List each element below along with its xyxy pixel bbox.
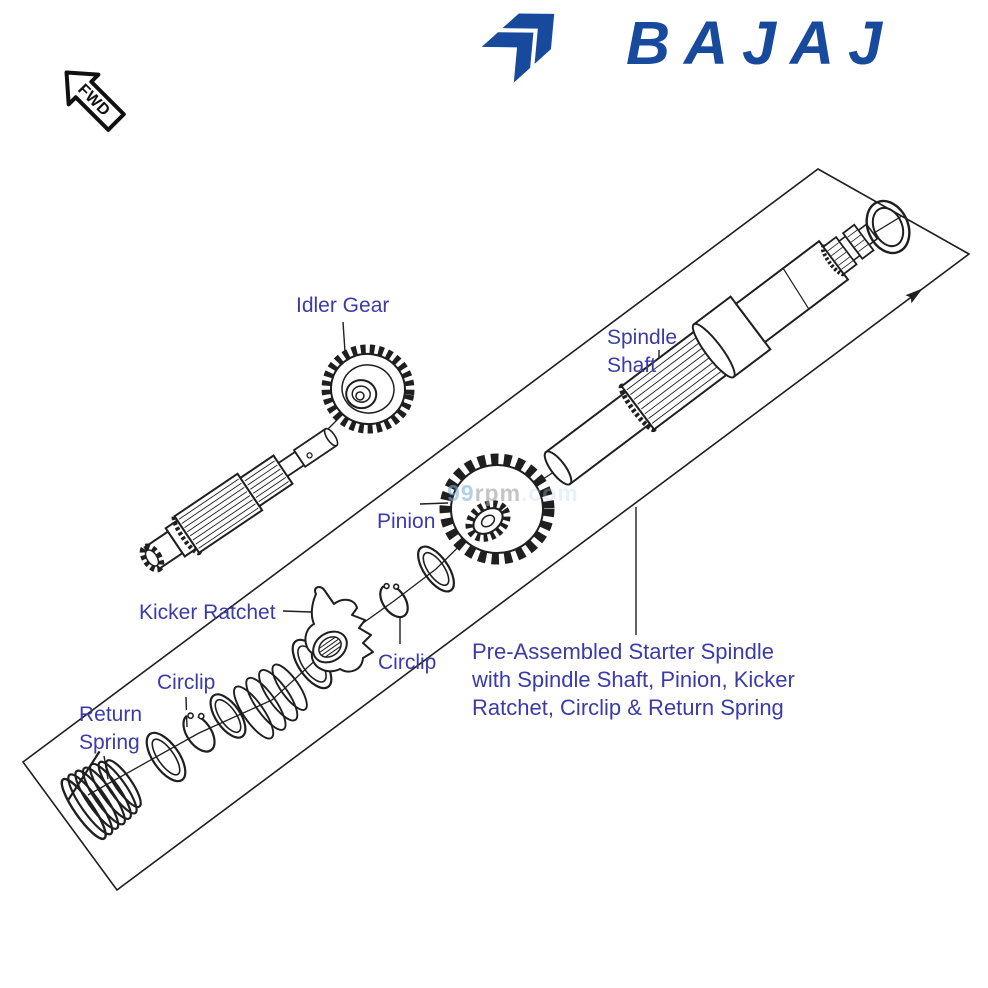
watermark-99: 99: [447, 480, 475, 506]
part-washer-middle: [417, 545, 455, 593]
leader-idler-gear: [342, 321, 346, 353]
label-pinion: Pinion: [377, 510, 435, 533]
label-spindle-shaft: Spindle Shaft: [607, 326, 683, 377]
part-washer-top: [865, 199, 911, 255]
label-return-spring-line1: Return: [79, 703, 142, 726]
label-spindle-shaft-line2: Shaft: [607, 354, 656, 377]
part-return-spring: [60, 750, 142, 841]
label-circlip-lower: Circlip: [157, 671, 215, 694]
spline-ridges: [178, 478, 259, 549]
spring-end-wire: [67, 750, 101, 801]
logo-chevron-right: [502, 13, 555, 64]
brand-wordmark: BAJAJ: [626, 9, 896, 77]
circlip-eyelet: [197, 712, 205, 720]
logo-chevron-left: [481, 32, 534, 83]
caption-line2: with Spindle Shaft, Pinion, Kicker: [471, 667, 795, 692]
part-kicker-ratchet: [304, 586, 374, 673]
label-return-spring: Return Spring: [79, 703, 148, 754]
fwd-direction-badge: FWD: [64, 70, 126, 132]
idler-gear-rim: [341, 364, 395, 414]
part-spindle-shaft: [543, 223, 879, 486]
part-idler-shaft: [139, 427, 339, 573]
part-circlip-lower: [182, 703, 216, 753]
watermark: 99rpm.com: [447, 480, 579, 506]
part-pinion-gear: [439, 453, 555, 565]
idler-gear-bore: [355, 391, 365, 401]
part-ring-1: [145, 731, 187, 783]
label-spindle-shaft-line1: Spindle: [607, 326, 677, 349]
spline-ridges: [626, 334, 726, 424]
shaft-end-cap: [543, 450, 573, 486]
label-kicker-ratchet: Kicker Ratchet: [139, 601, 276, 624]
circlip-eyelet: [187, 712, 194, 720]
caption-line1: Pre-Assembled Starter Spindle: [472, 639, 774, 664]
idler-gear-teeth: [321, 344, 415, 434]
circlip-eyelet: [383, 582, 390, 590]
part-idler-gear: [321, 344, 415, 434]
ratchet-splined-bore: [312, 630, 348, 664]
circlip-eyelet: [392, 583, 400, 590]
bajaj-logo: BAJAJ: [481, 9, 896, 83]
border-arrow-mark: [905, 288, 923, 304]
part-coil-loops: [233, 663, 308, 740]
leader-kicker-ratchet: [282, 610, 312, 613]
watermark-rpm: rpm: [475, 480, 521, 506]
idler-gear-hub: [345, 379, 378, 410]
leader-pinion: [419, 502, 449, 505]
bajaj-flying-b-icon: [481, 13, 555, 83]
caption: Pre-Assembled Starter Spindle with Spind…: [471, 639, 801, 720]
label-circlip-middle: Circlip: [378, 651, 436, 674]
idler-pin-hole: [306, 452, 313, 459]
label-return-spring-line2: Spring: [79, 731, 140, 754]
isometric-plane-border: [21, 168, 971, 892]
label-idler-gear: Idler Gear: [296, 294, 389, 317]
idler-star-end: [139, 543, 165, 573]
part-ring-2: [209, 693, 247, 739]
caption-line3: Ratchet, Circlip & Return Spring: [472, 695, 784, 720]
part-circlip-middle: [379, 574, 409, 619]
pinion-teeth: [439, 453, 555, 565]
fwd-arrow-icon: [64, 70, 126, 132]
